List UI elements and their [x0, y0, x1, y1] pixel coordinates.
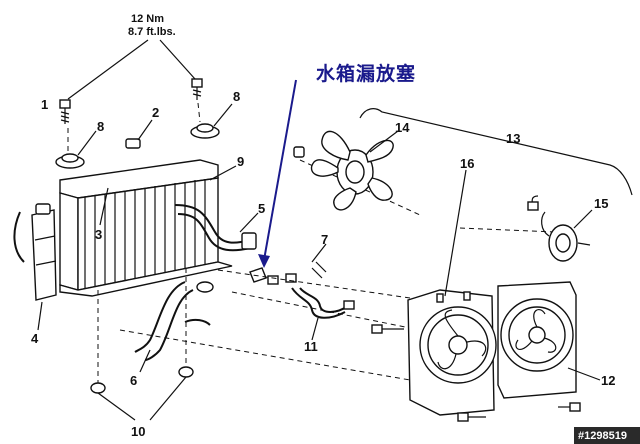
torque-spec-ftlbs: 8.7 ft.lbs.: [128, 26, 176, 38]
fan-nut: [293, 146, 305, 158]
callout-7: 7: [321, 232, 328, 247]
rubber-mount-part-8-left: [55, 128, 85, 169]
callout-5: 5: [258, 201, 265, 216]
callout-3: 3: [95, 227, 102, 242]
watermark-badge: #1298519: [574, 427, 640, 444]
callout-13: 13: [506, 131, 520, 146]
callout-9: 9: [237, 154, 244, 169]
fan-motor-part-15: [527, 195, 591, 262]
torque-leader-lines: [67, 39, 196, 100]
callout-12: 12: [601, 373, 615, 388]
cooler-hose-part-11: [291, 287, 355, 319]
callout-16: 16: [460, 156, 474, 171]
torque-spec-nm: 12 Nm: [131, 13, 164, 25]
callout-11: 11: [304, 339, 318, 354]
reserve-tank-part-4: [13, 203, 57, 301]
drain-plug-annotation: 水箱漏放塞: [316, 62, 416, 85]
callout-14: 14: [395, 120, 410, 135]
annotation-arrow: [258, 79, 297, 268]
callout-10: 10: [131, 424, 145, 439]
radiator-core: [59, 159, 233, 297]
fan-assembly-bracket-13: [359, 108, 633, 196]
radiator-cap-part-2: [125, 138, 141, 149]
shroud-bolts: [371, 324, 581, 422]
cooler-fitting-part-7: [267, 261, 327, 285]
upper-hose-part-5: [174, 204, 257, 252]
lower-hose-part-6: [134, 281, 214, 361]
callout-8-right: 8: [233, 89, 240, 104]
callout-1: 1: [41, 97, 48, 112]
rubber-mount-part-8-right: [190, 102, 220, 139]
watermark-text: #1298519: [578, 430, 627, 442]
fan-shroud-part-12: [497, 281, 577, 399]
callout-15: 15: [594, 196, 608, 211]
fan-blade-part-14: [310, 130, 394, 211]
callout-4: 4: [31, 331, 39, 346]
lower-bracket-part-10: [90, 268, 194, 394]
callout-6: 6: [130, 373, 137, 388]
callout-10-leaders: [97, 376, 187, 421]
bolt-part-1: [59, 78, 203, 124]
fan-shroud-part-16: [407, 289, 497, 416]
callout-2: 2: [152, 105, 159, 120]
drain-plug: [249, 267, 267, 283]
callout-8-left: 8: [97, 119, 104, 134]
